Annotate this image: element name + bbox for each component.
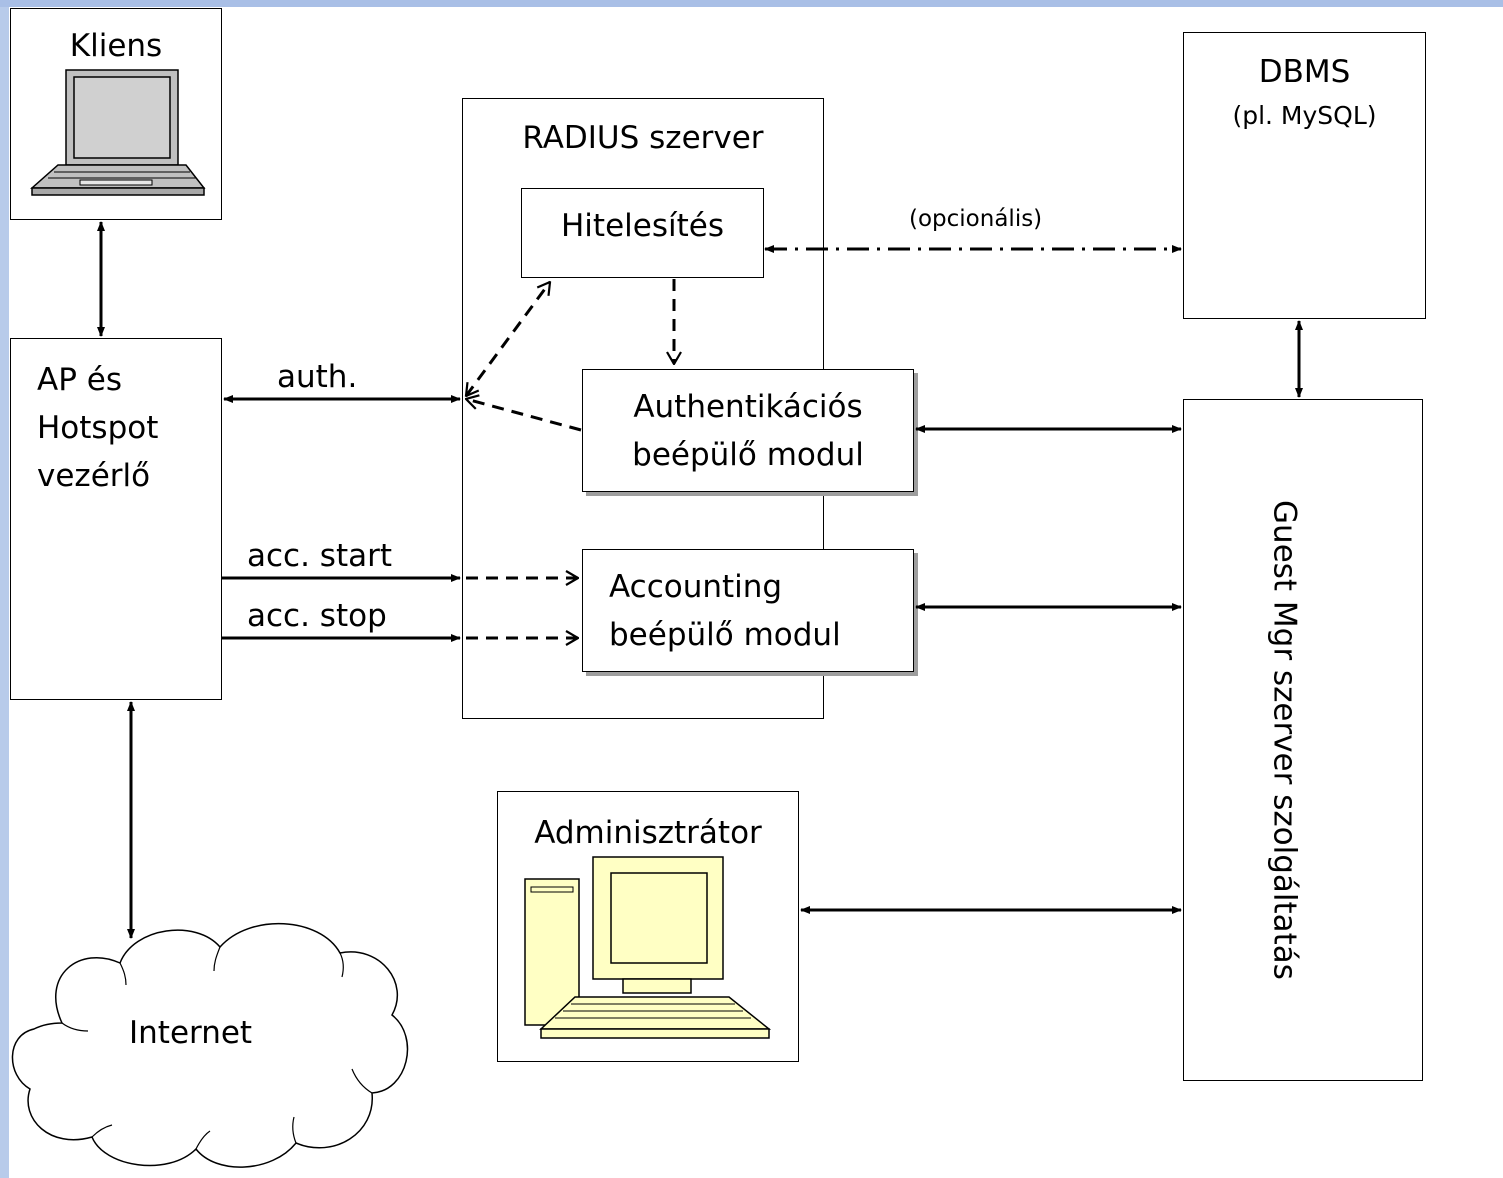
dbms-label: DBMS — [1258, 54, 1351, 90]
authentication-label: Hitelesítés — [561, 208, 724, 244]
dbms-note: (pl. MySQL) — [1232, 101, 1377, 130]
acc-stop-edge-label: acc. stop — [247, 598, 387, 634]
cloud-icon[interactable] — [0, 905, 420, 1175]
acct-module-line-1: Accounting — [609, 569, 783, 605]
ap-hotspot-controller[interactable]: AP és Hotspot vezérlő — [10, 338, 222, 700]
left-edge-band — [0, 0, 9, 1178]
laptop-icon — [29, 68, 206, 196]
ap-label-line-1: AP és — [37, 362, 122, 398]
auth-edge-label: auth. — [277, 359, 358, 395]
dbms-node[interactable]: DBMS (pl. MySQL) — [1183, 32, 1426, 319]
acct-module-line-2: beépülő modul — [609, 617, 841, 653]
auth-module-line-1: Authentikációs — [633, 389, 863, 425]
desktop-computer-icon — [523, 855, 771, 1039]
acc-start-edge-label: acc. start — [247, 538, 392, 574]
authentication-core[interactable]: Hitelesítés — [521, 188, 764, 278]
guest-manager-label: Guest Mgr szerver szolgáltatás — [1266, 500, 1303, 980]
internet-label: Internet — [129, 1015, 253, 1051]
administrator-node[interactable]: Adminisztrátor — [497, 791, 799, 1062]
ap-label-line-2: Hotspot — [37, 410, 159, 446]
ap-label-line-3: vezérlő — [37, 458, 151, 494]
auth-plugin-module[interactable]: Authentikációs beépülő modul — [582, 369, 914, 492]
client-label: Kliens — [69, 28, 163, 64]
top-edge-band — [0, 0, 1503, 7]
accounting-plugin-module[interactable]: Accounting beépülő modul — [582, 549, 914, 672]
guest-manager-service[interactable]: Guest Mgr szerver szolgáltatás — [1183, 399, 1423, 1081]
client-node[interactable]: Kliens — [10, 8, 222, 220]
auth-module-line-2: beépülő modul — [632, 437, 864, 473]
optional-edge-label: (opcionális) — [909, 206, 1043, 232]
radius-label: RADIUS szerver — [522, 120, 764, 156]
administrator-label: Adminisztrátor — [534, 815, 762, 851]
